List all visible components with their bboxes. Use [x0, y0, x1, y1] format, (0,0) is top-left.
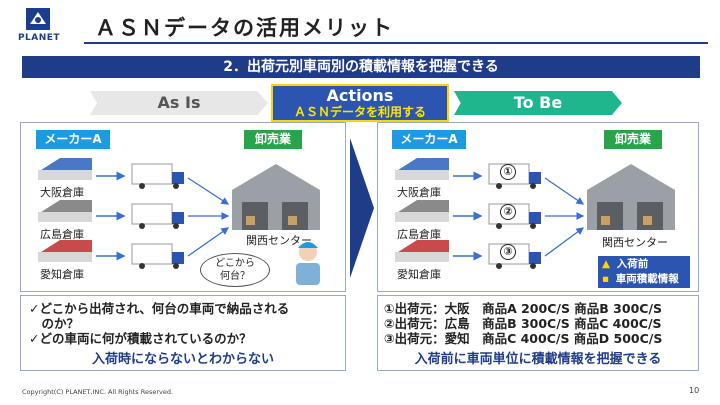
bubble-line: 何台？ — [220, 271, 250, 282]
legend-text: 入荷前 — [616, 258, 649, 270]
as-is-tab: As Is — [90, 91, 268, 115]
issue-line: のか？ — [29, 316, 80, 331]
legend-text: 車両積載情報 — [615, 273, 679, 285]
distribution-center-icon — [232, 164, 320, 230]
warehouse-label: 大阪倉庫 — [40, 186, 84, 199]
issue-line: ✓どの車両に何が積載されているのか？ — [29, 331, 252, 346]
warehouse-icon — [38, 200, 92, 222]
arrival-info-legend: ▲ 入荷前 ▪ 車両積載情報 — [598, 256, 690, 288]
square-icon: ▪ — [602, 273, 610, 285]
truck-icon — [131, 203, 184, 229]
warehouse-label: 愛知倉庫 — [397, 268, 441, 281]
to-be-tab: To Be — [454, 91, 622, 115]
warehouse-icon — [38, 158, 92, 180]
legend-line-2: ▪ 車両積載情報 — [602, 272, 686, 287]
wholesaler-tag: 卸売業 — [244, 130, 302, 149]
transition-arrow-icon — [350, 138, 374, 278]
warehouse-label: 広島倉庫 — [40, 228, 84, 241]
maker-a-tag: メーカーA — [392, 130, 466, 149]
to-be-diagram — [395, 158, 675, 269]
actions-subtitle: ＡＳＮデータを利用する — [293, 105, 426, 119]
as-is-summary: 入荷時にならないとわからない — [91, 352, 274, 367]
worker-icon — [296, 242, 320, 285]
center-label: 関西センター — [246, 234, 312, 247]
warehouse-icon — [38, 240, 92, 262]
truck-icon — [131, 163, 184, 189]
distribution-center-icon — [587, 164, 675, 230]
shipment-line: ②出荷元：広島 商品B 300C/S 商品C 400C/S — [384, 316, 662, 331]
page-number: 10 — [689, 386, 700, 395]
to-be-benefits-box: ①出荷元：大阪 商品A 200C/S 商品B 300C/S ②出荷元：広島 商品… — [377, 295, 699, 371]
as-is-diagram — [38, 158, 320, 269]
question-bubble: どこから 何台？ — [200, 253, 270, 287]
title-divider — [84, 42, 708, 44]
shipment-line: ①出荷元：大阪 商品A 200C/S 商品B 300C/S — [384, 301, 663, 316]
logo-text: PLANET — [17, 33, 61, 43]
legend-line-1: ▲ 入荷前 — [602, 257, 686, 272]
page-title: ＡＳＮデータの活用メリット — [95, 16, 394, 40]
triangle-icon: ▲ — [602, 258, 611, 270]
issue-line: ✓どこから出荷され、何台の車両で納品される — [29, 301, 290, 316]
wholesaler-tag: 卸売業 — [604, 130, 662, 149]
to-be-summary: 入荷前に車両単位に積載情報を把握できる — [414, 352, 662, 367]
planet-logo: PLANET — [10, 6, 68, 48]
warehouse-label: 広島倉庫 — [397, 228, 441, 241]
copyright: Copyright(C) PLANET,INC. All Rights Rese… — [22, 388, 174, 396]
warehouse-label: 愛知倉庫 — [40, 268, 84, 281]
center-label: 関西センター — [602, 236, 668, 249]
as-is-issues-box: ✓どこから出荷され、何台の車両で納品される のか？ ✓どの車両に何が積載されてい… — [20, 295, 346, 371]
maker-a-tag: メーカーA — [36, 130, 110, 149]
warehouse-icon — [395, 200, 449, 222]
warehouse-icon — [395, 240, 449, 262]
truck-icon — [131, 243, 184, 269]
planet-logo-mark — [26, 8, 50, 30]
warehouse-icon — [395, 158, 449, 180]
truck-number: ① — [500, 164, 516, 180]
truck-number: ③ — [500, 244, 516, 260]
warehouse-label: 大阪倉庫 — [397, 186, 441, 199]
subtitle-bar: 2．出荷元別車両別の積載情報を把握できる — [22, 56, 700, 78]
truck-number: ② — [500, 204, 516, 220]
bubble-line: どこから — [215, 258, 255, 269]
actions-box: Actions ＡＳＮデータを利用する — [271, 84, 449, 122]
actions-title: Actions — [326, 86, 394, 105]
shipment-line: ③出荷元：愛知 商品C 400C/S 商品D 500C/S — [384, 331, 663, 346]
